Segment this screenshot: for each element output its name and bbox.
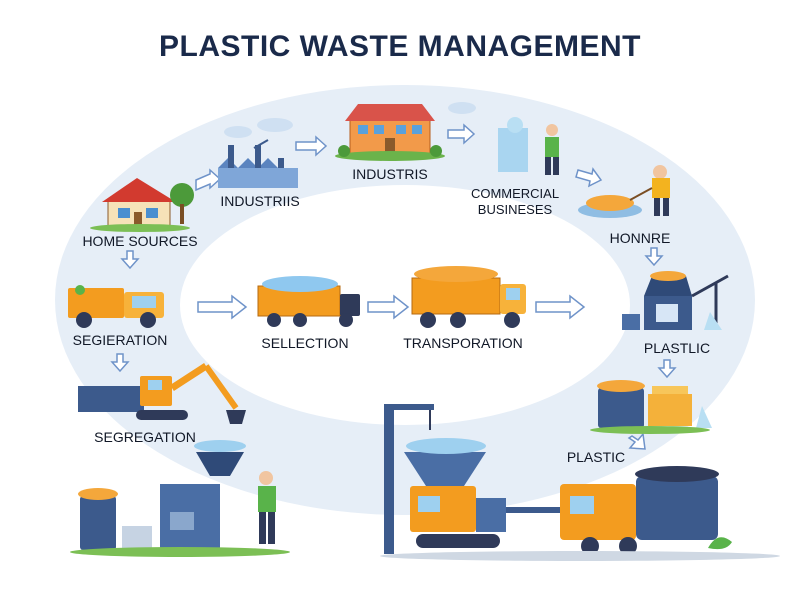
arrow-icon [644,247,664,267]
label-commercial-line1: COMMERCIAL [470,186,560,201]
label-segieration: SEGIERATION [72,332,168,348]
arrow-icon [447,123,476,145]
label-industrii: INDUSTRIIS [220,193,300,209]
arrow-icon [195,168,222,192]
arrow-icon [197,294,248,320]
shredder-machine-icon [622,271,729,330]
label-sellection: SELLECTION [261,335,349,351]
flow-arrows [110,123,677,450]
page-title: PLASTIC WASTE MANAGEMENT [159,30,641,63]
arrow-icon [627,432,646,450]
label-industris: INDUSTRIS [352,166,428,182]
arrow-icon [295,135,328,157]
building-icon [335,104,445,161]
recycling-station-icon [70,440,290,557]
house-icon [90,178,194,232]
factory-icon [218,139,298,188]
worker-with-pile-icon [578,165,670,218]
label-honnre: HONNRE [609,230,671,246]
label-home-sources: HOME SOURCES [82,233,198,249]
label-commercial-line2: BUSINESES [477,202,553,217]
dump-truck-icon [257,276,360,327]
label-plastic: PLASTIC [566,449,626,465]
label-commercial-businesses: COMMERCIAL BUSINESES [460,186,570,218]
processing-plant-icon [380,404,780,561]
worker-icon [498,117,559,175]
arrow-icon [575,167,603,188]
arrow-icon [535,294,586,320]
label-segregation: SEGREGATION [94,429,196,445]
transport-truck-icon [411,266,526,328]
arrow-icon [367,294,410,320]
arrow-icon [657,359,677,379]
arrow-icon [120,250,140,270]
label-transporation: TRANSPORATION [403,335,523,351]
cloud-icon [224,102,476,138]
arrow-icon [110,353,130,373]
sorted-plastic-bins-icon [590,380,712,434]
garbage-truck-icon [68,285,164,328]
excavator-icon [78,363,246,424]
label-plastlic: PLASTLIC [643,340,711,356]
